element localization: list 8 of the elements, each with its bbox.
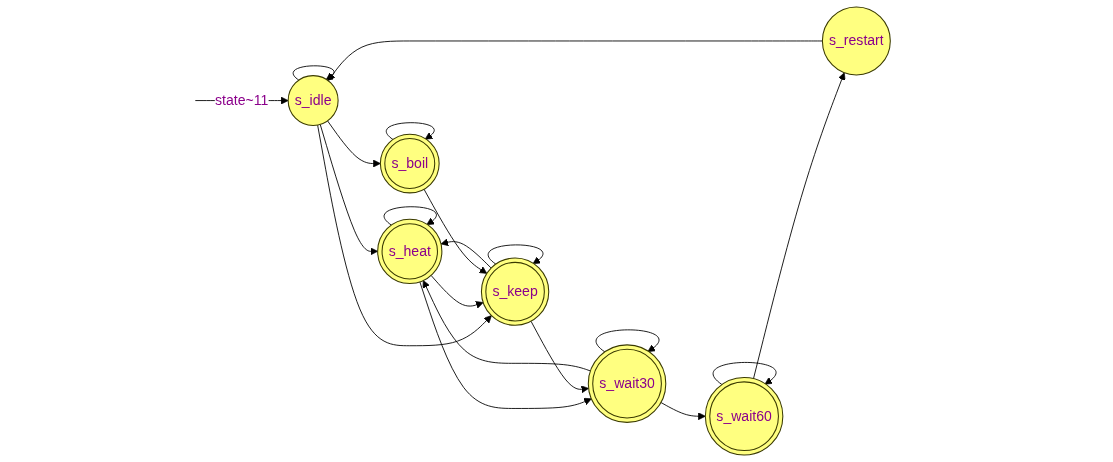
node-circle: s_wait60	[704, 376, 784, 456]
edge-label: state~11	[215, 92, 269, 108]
node-circle: s_wait30	[587, 344, 667, 423]
node-circle: s_heat	[377, 218, 443, 284]
node-circle: s_idle	[287, 75, 339, 127]
node-circle: s_keep	[480, 257, 550, 326]
node-circle: s_restart	[821, 6, 891, 76]
node-circle: s_boil	[379, 133, 440, 194]
